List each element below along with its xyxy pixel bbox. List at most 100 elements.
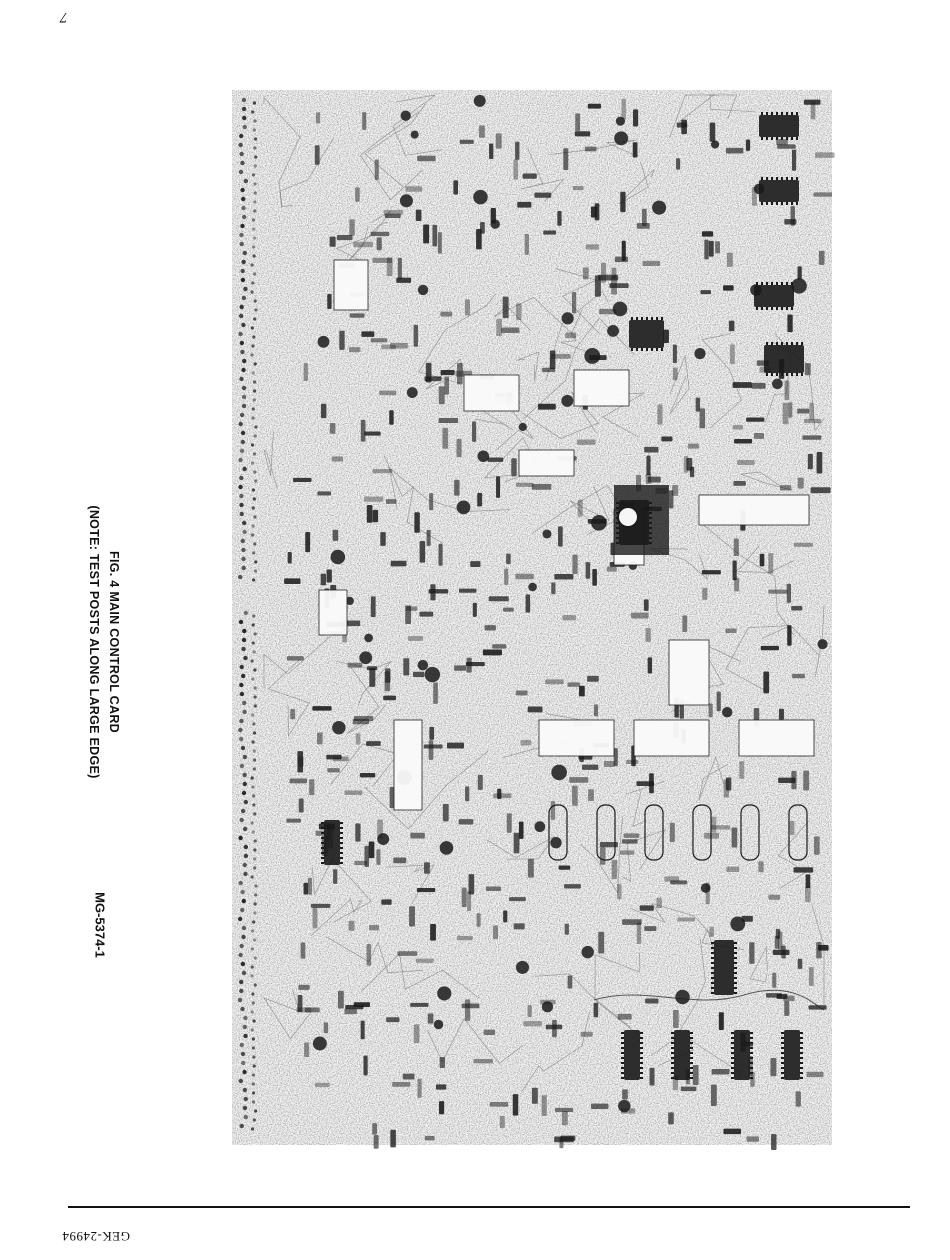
- resistor: [778, 778, 795, 783]
- capacitor: [332, 721, 345, 734]
- test-post: [253, 200, 256, 203]
- resistor: [568, 976, 573, 989]
- resistor: [702, 231, 713, 236]
- test-post: [251, 965, 254, 968]
- test-post: [241, 557, 245, 561]
- resistor: [417, 156, 435, 162]
- test-post: [251, 281, 254, 284]
- resistor: [723, 1129, 741, 1134]
- test-post: [241, 260, 245, 264]
- test-post: [254, 884, 257, 887]
- resistor: [381, 345, 396, 350]
- resistor: [350, 313, 365, 317]
- capacitor: [401, 111, 411, 121]
- resistor: [373, 469, 393, 473]
- resistor: [763, 671, 769, 693]
- resistor: [771, 1134, 776, 1150]
- ic-pin: [750, 1067, 753, 1069]
- ic-pin: [321, 822, 324, 824]
- resistor: [568, 682, 580, 686]
- ic-pin: [340, 822, 343, 824]
- test-post: [252, 173, 255, 176]
- ic-pin: [731, 1077, 734, 1079]
- test-post: [252, 794, 255, 797]
- test-post: [253, 398, 256, 401]
- test-post: [242, 899, 246, 903]
- resistor: [794, 867, 814, 872]
- resistor: [311, 904, 330, 908]
- capacitor: [478, 450, 490, 462]
- ic-pin: [731, 1037, 734, 1039]
- test-post: [254, 956, 257, 959]
- ic-pin: [671, 1037, 674, 1039]
- test-post: [253, 857, 256, 860]
- resistor: [476, 229, 482, 249]
- capacitor: [616, 117, 625, 126]
- resistor: [809, 403, 813, 420]
- resistor: [807, 1072, 824, 1077]
- resistor: [288, 552, 292, 563]
- ic-pin: [791, 202, 793, 205]
- resistor: [381, 899, 391, 904]
- ic-pin: [734, 992, 737, 994]
- test-post: [240, 1043, 244, 1047]
- ic-pin: [671, 1077, 674, 1079]
- capacitor: [434, 1020, 444, 1030]
- resistor: [681, 1087, 697, 1092]
- test-post: [244, 845, 248, 849]
- ic-pin: [711, 992, 714, 994]
- test-post: [252, 407, 255, 410]
- resistor: [791, 206, 795, 226]
- test-post: [254, 137, 257, 140]
- resistor: [477, 913, 481, 927]
- resistor: [367, 944, 372, 966]
- ic-pin: [651, 317, 653, 320]
- ic-pin: [640, 1072, 643, 1074]
- test-post: [238, 143, 242, 147]
- ic-pin: [776, 342, 778, 345]
- relay-module: [699, 495, 809, 525]
- resistor: [369, 925, 379, 930]
- resistor: [557, 211, 561, 226]
- resistor: [739, 761, 744, 779]
- ic-pin: [791, 112, 793, 115]
- ic-pin: [656, 348, 658, 351]
- ic-pin: [731, 1062, 734, 1064]
- resistor: [408, 636, 423, 641]
- resistor: [317, 733, 323, 745]
- resistor: [746, 139, 750, 150]
- ic-pin: [731, 1052, 734, 1054]
- test-post: [253, 731, 256, 734]
- ic-pin: [340, 842, 343, 844]
- ic-pin: [671, 1062, 674, 1064]
- resistor: [726, 867, 739, 872]
- resistor: [633, 109, 638, 126]
- test-post: [239, 422, 243, 426]
- test-post: [251, 947, 254, 950]
- resistor: [324, 1022, 328, 1033]
- resistor: [355, 187, 360, 201]
- relay-module: [394, 720, 422, 810]
- test-post: [241, 1061, 245, 1065]
- test-post: [239, 305, 243, 309]
- capacitor: [701, 883, 711, 893]
- resistor: [528, 1005, 532, 1017]
- ic-pin: [734, 957, 737, 959]
- ic-pin: [756, 307, 758, 310]
- test-post: [252, 641, 255, 644]
- resistor: [484, 1030, 495, 1035]
- resistor: [532, 484, 552, 490]
- relay-module: [739, 720, 814, 756]
- test-post: [254, 560, 257, 563]
- resistor: [622, 839, 638, 843]
- test-post: [251, 776, 254, 779]
- resistor: [374, 1135, 379, 1149]
- resistor: [419, 612, 433, 617]
- resistor: [353, 242, 373, 247]
- resistor: [726, 148, 744, 154]
- test-post: [238, 998, 242, 1002]
- resistor: [428, 589, 448, 593]
- resistor: [798, 478, 804, 489]
- resistor: [349, 347, 360, 352]
- resistor: [804, 419, 821, 423]
